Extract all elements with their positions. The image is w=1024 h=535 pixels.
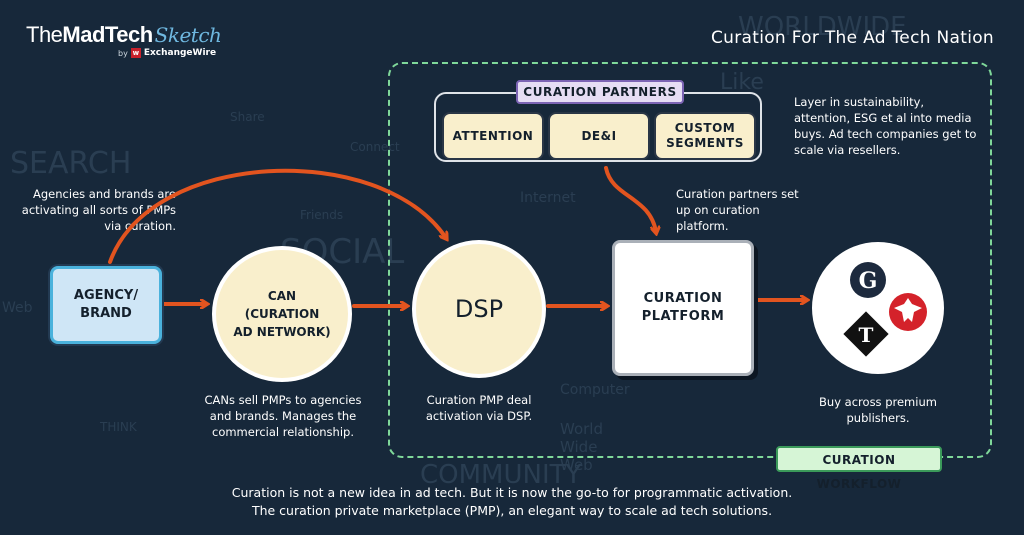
guardian-logo-icon xyxy=(850,262,886,298)
can-label: CAN (CURATION AD NETWORK) xyxy=(233,289,331,339)
guardian-logo-letter: G xyxy=(859,268,878,294)
agency-brand-node: AGENCY/ BRAND xyxy=(50,266,162,344)
arrow-agency-to-dsp-curve xyxy=(108,168,446,264)
curation-platform-label: CURATION PLATFORM xyxy=(641,291,725,324)
byline-by: by xyxy=(118,48,128,58)
agency-brand-label: AGENCY/ BRAND xyxy=(73,288,139,321)
footer-line-1: Curation is not a new idea in ad tech. B… xyxy=(231,485,793,500)
arrow-partners-to-platform xyxy=(604,166,656,232)
note-cans: CANs sell PMPs to agencies and brands. M… xyxy=(204,393,362,439)
note-dsp: Curation PMP deal activation via DSP. xyxy=(425,393,533,423)
exchangewire-w-icon: w xyxy=(130,48,141,58)
note-buy: Buy across premium publishers. xyxy=(819,395,937,425)
footer-line-2: The curation private marketplace (PMP), … xyxy=(251,503,773,518)
note-partners-setup: Curation partners set up on curation pla… xyxy=(676,187,799,233)
curation-platform-node: CURATION PLATFORM xyxy=(612,240,754,376)
partner-dei: DE&I xyxy=(548,112,650,160)
curation-workflow-frame xyxy=(388,62,992,458)
dsp-label: DSP xyxy=(454,295,504,323)
byline-exchangewire: ExchangeWire xyxy=(143,48,217,58)
logo-sketch: Sketch xyxy=(154,23,222,47)
times-logo-letter: T xyxy=(859,323,874,347)
eagle-shape xyxy=(894,298,922,322)
partner-custom-segments: CUSTOM SEGMENTS xyxy=(654,112,756,160)
partner-custom-segments-label: CUSTOM SEGMENTS xyxy=(666,121,744,150)
logo-the: The xyxy=(26,22,63,47)
logo-byline: by w ExchangeWire xyxy=(118,48,216,58)
note-agencies: Agencies and brands are activating all s… xyxy=(21,187,176,233)
publishers-node: G T xyxy=(812,242,944,374)
curation-workflow-label: CURATION WORKFLOW xyxy=(776,446,942,491)
note-layer: Layer in sustainability, attention, ESG … xyxy=(794,95,977,157)
logo-madtech: MadTech xyxy=(62,22,153,47)
publisher-logos: G T xyxy=(843,262,927,357)
can-node: CAN (CURATION AD NETWORK) xyxy=(212,246,352,382)
partner-dei-label: DE&I xyxy=(581,128,617,143)
partner-attention: ATTENTION xyxy=(442,112,544,160)
page-title: Curation For The Ad Tech Nation xyxy=(710,28,994,48)
dsp-node: DSP xyxy=(412,240,546,378)
curation-partners-label: CURATION PARTNERS xyxy=(516,80,684,104)
partner-attention-label: ATTENTION xyxy=(452,128,534,143)
footer-caption: Curation is not a new idea in ad tech. B… xyxy=(0,484,1024,520)
